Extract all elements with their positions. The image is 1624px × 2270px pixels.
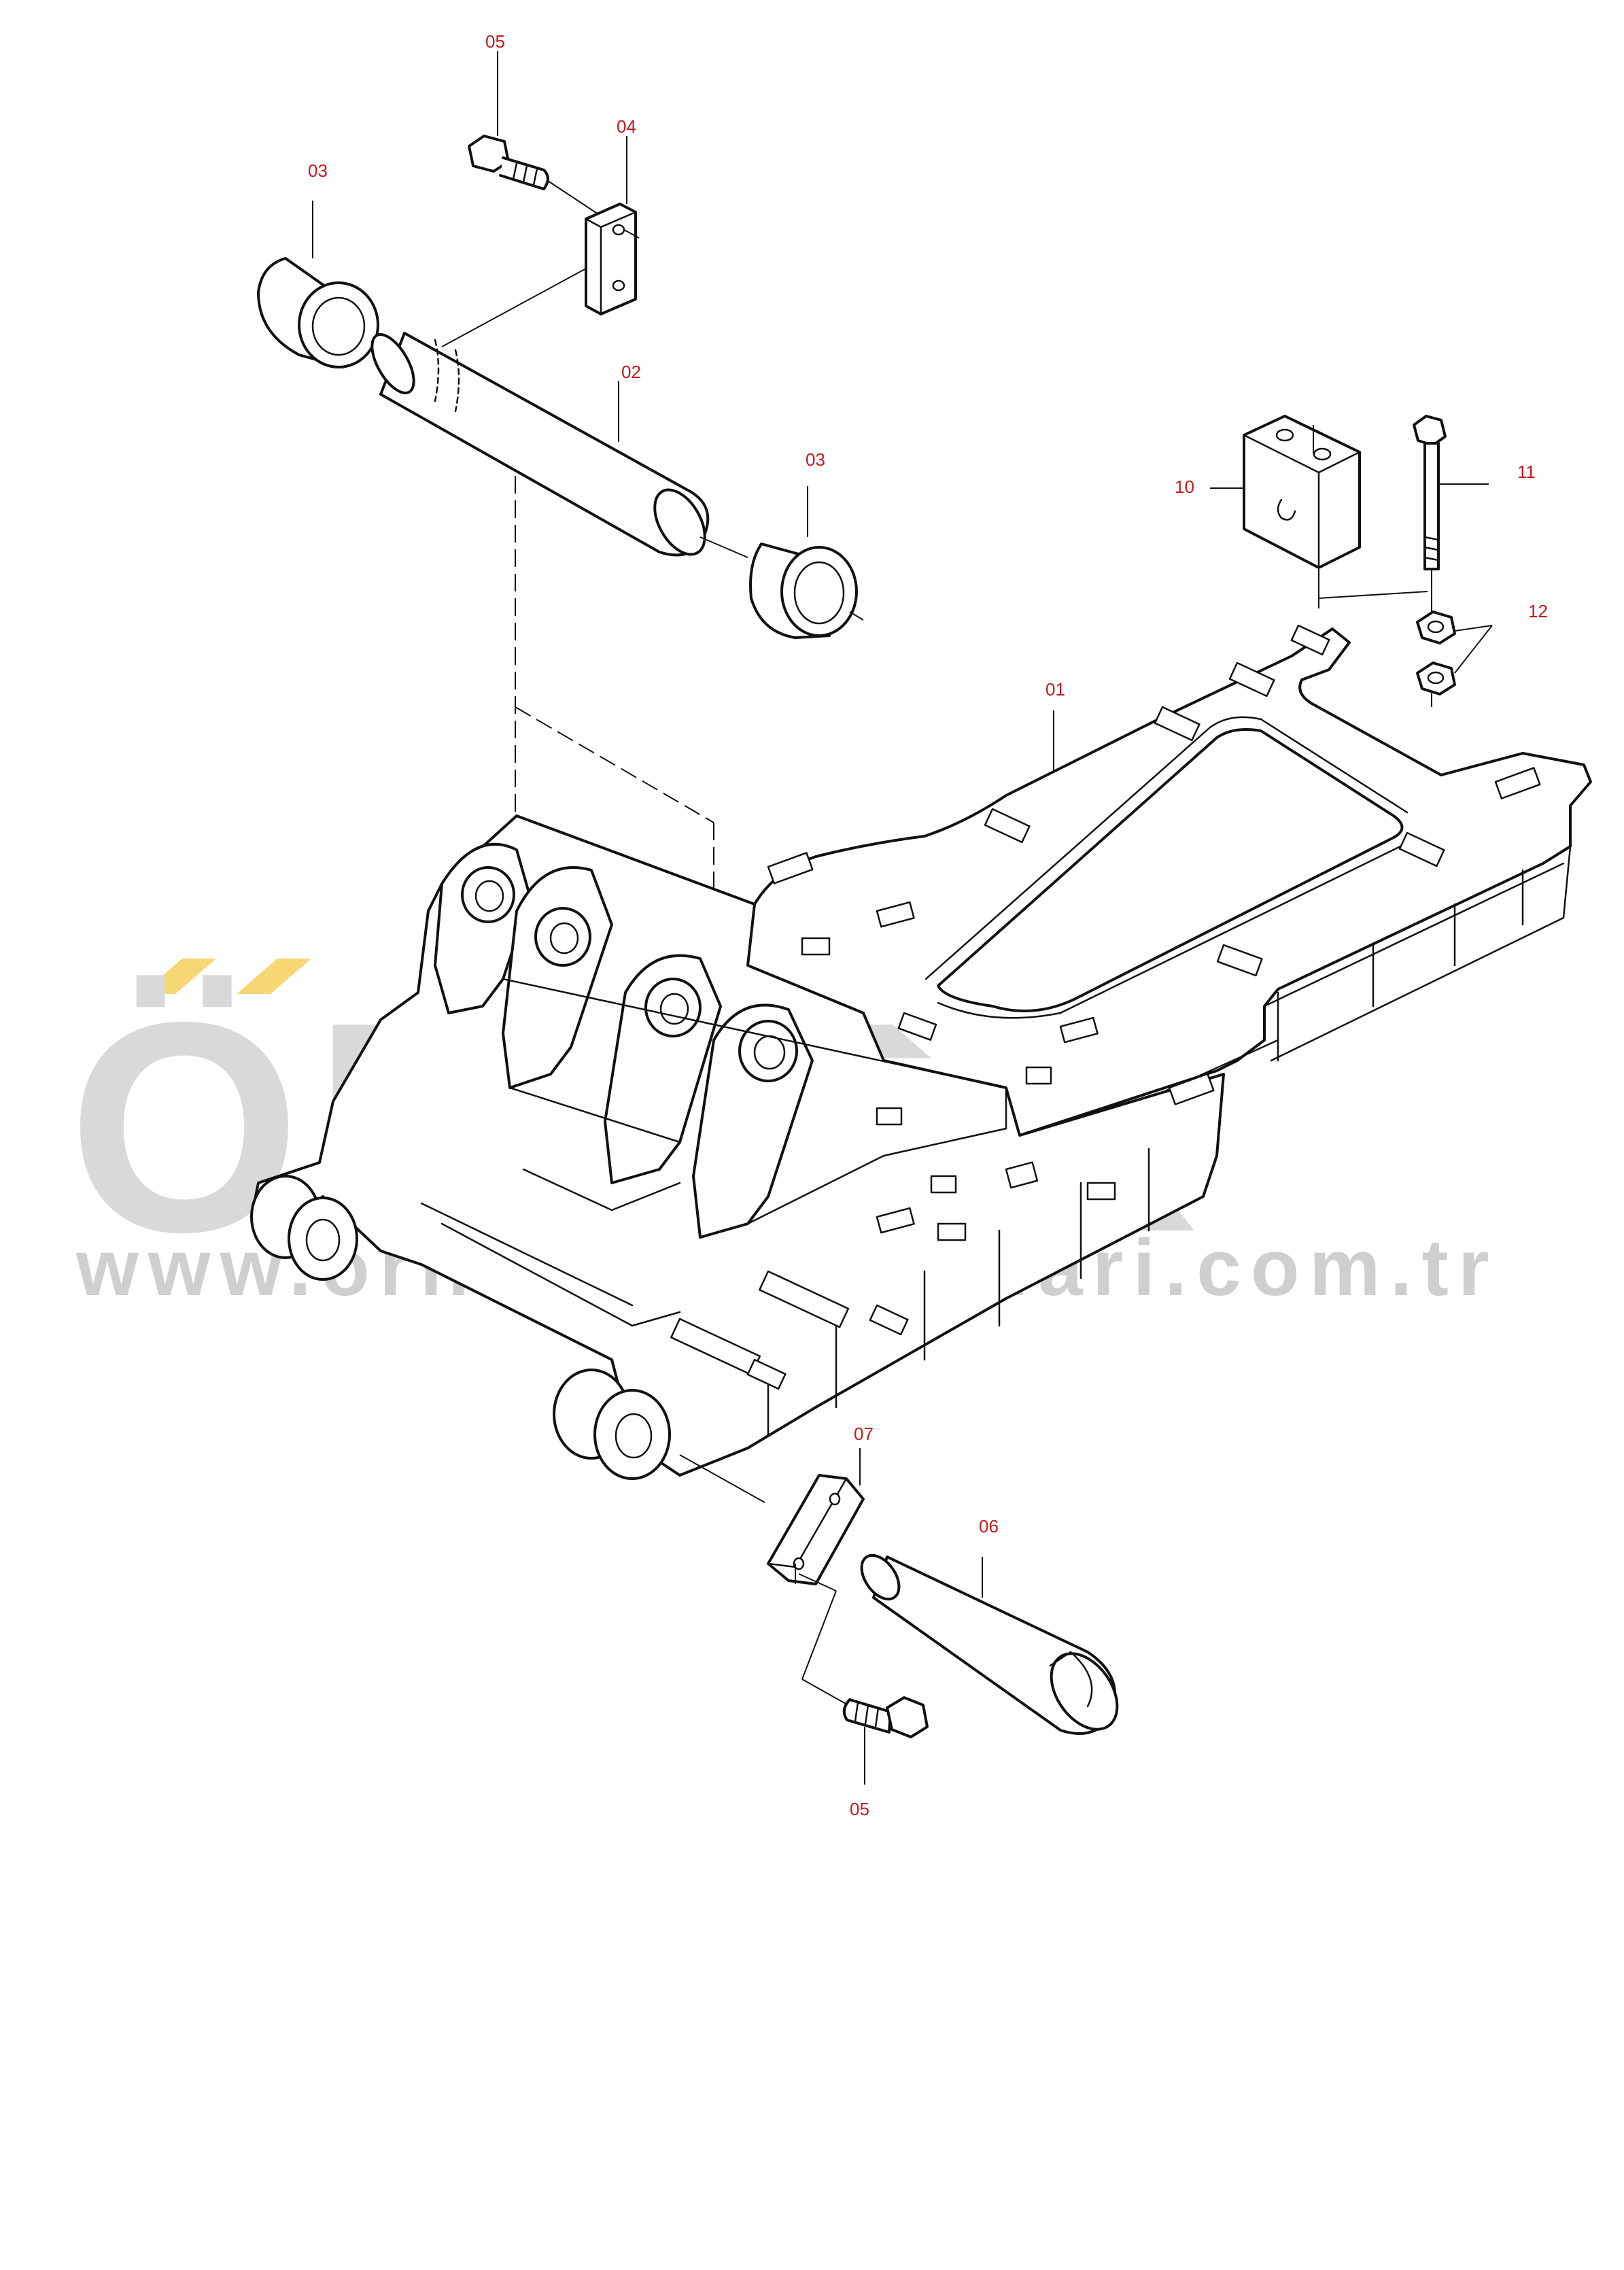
nuts <box>1416 611 1493 707</box>
main-frame <box>250 624 1592 1480</box>
part-labels: 05 04 03 02 03 10 11 12 01 07 06 05 <box>308 31 1548 1819</box>
long-bolt <box>1318 415 1489 612</box>
bolt-bottom <box>842 1696 929 1785</box>
bushing-left <box>257 201 379 368</box>
lower-pin <box>860 1553 1119 1735</box>
label-04: 04 <box>617 116 636 137</box>
label-03-right: 03 <box>806 449 825 470</box>
label-03-left: 03 <box>308 160 328 181</box>
label-12: 12 <box>1528 601 1548 621</box>
bushing-right <box>749 486 864 639</box>
label-02: 02 <box>621 362 641 382</box>
label-05-bottom: 05 <box>850 1799 869 1819</box>
label-10: 10 <box>1175 477 1194 497</box>
label-06: 06 <box>979 1516 999 1536</box>
label-01: 01 <box>1046 679 1065 700</box>
label-07: 07 <box>854 1424 874 1444</box>
main-pin <box>370 332 748 558</box>
label-05-top: 05 <box>485 31 505 52</box>
watermark-accent-left <box>141 959 216 994</box>
label-11: 11 <box>1517 462 1536 482</box>
watermark-accent-right <box>237 959 311 994</box>
lock-plate-top <box>441 136 640 347</box>
bolt-top <box>468 51 599 215</box>
spacer-block <box>1210 415 1361 608</box>
lock-plate-bottom <box>679 1448 865 1710</box>
